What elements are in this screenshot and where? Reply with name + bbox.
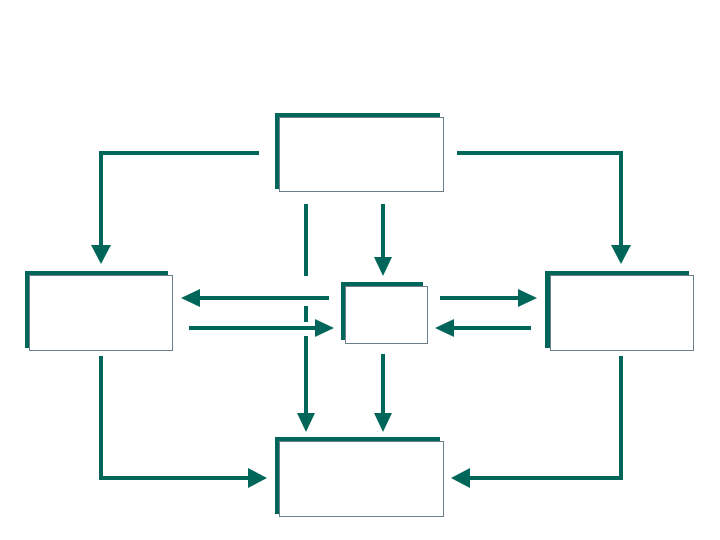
arrow-top-to-bottom [297,204,315,432]
arrow-top-to-right [457,151,631,264]
box-center [341,282,428,344]
arrow-left-to-bottom [99,356,267,488]
arrow-center-to-bottom [374,354,392,432]
arrow-center-to-right [440,289,537,307]
box-right [545,271,694,351]
arrow-right-to-bottom [451,356,623,488]
arrow-left-to-center [189,319,334,337]
arrow-top-to-left [91,151,259,264]
arrow-center-to-left [181,289,329,307]
arrow-top-to-center [374,204,392,276]
box-top [275,113,444,192]
box-left [25,271,173,351]
arrow-right-to-center [435,319,531,337]
box-bottom [275,437,444,517]
